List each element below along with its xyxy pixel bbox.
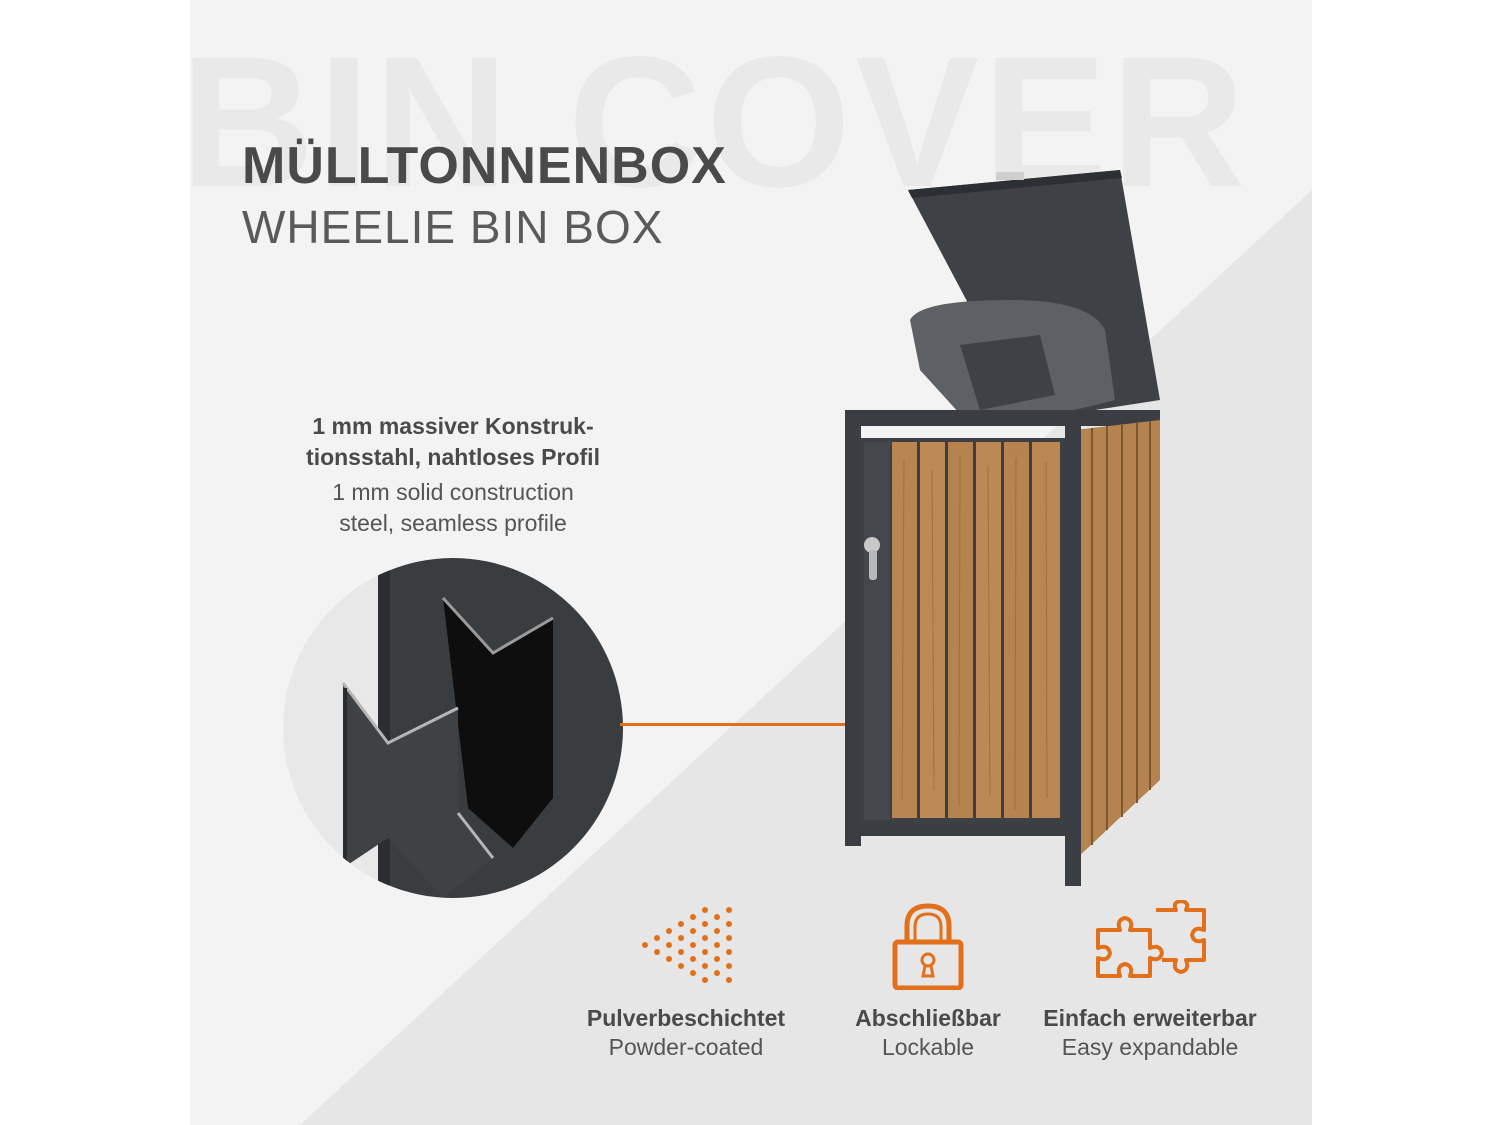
page-subtitle: WHEELIE BIN BOX [242, 201, 664, 253]
feature-expandable: Einfach erweiterbar Easy expandable [1040, 900, 1260, 1062]
feature-powder-coated: Pulverbeschichtet Powder-coated [576, 900, 796, 1062]
feature-sub: Easy expandable [1061, 1034, 1239, 1060]
bin-box-illustration [845, 170, 1160, 886]
feature-label: Einfach erweiterbar [1043, 1005, 1257, 1031]
feature-label: Pulverbeschichtet [586, 1005, 786, 1031]
padlock-icon [892, 903, 964, 990]
steel-profile-detail [283, 558, 623, 898]
feature-lockable: Abschließbar Lockable [818, 900, 1038, 1062]
feature-sub: Lockable [881, 1034, 975, 1060]
callout-en-line2: steel, seamless profile [339, 510, 567, 536]
page-title: MÜLLTONNENBOX [242, 137, 727, 195]
puzzle-icon [1096, 900, 1206, 978]
callout-en-line1: 1 mm solid construction [332, 479, 574, 505]
callout-de-line2: tionsstahl, nahtloses Profil [306, 444, 600, 470]
feature-label: Abschließbar [855, 1005, 1001, 1031]
callout-de-line1: 1 mm massiver Konstruk- [312, 413, 594, 439]
powder-spray-icon [642, 907, 732, 983]
feature-sub: Powder-coated [608, 1034, 764, 1060]
callout-connector-line [620, 723, 872, 726]
